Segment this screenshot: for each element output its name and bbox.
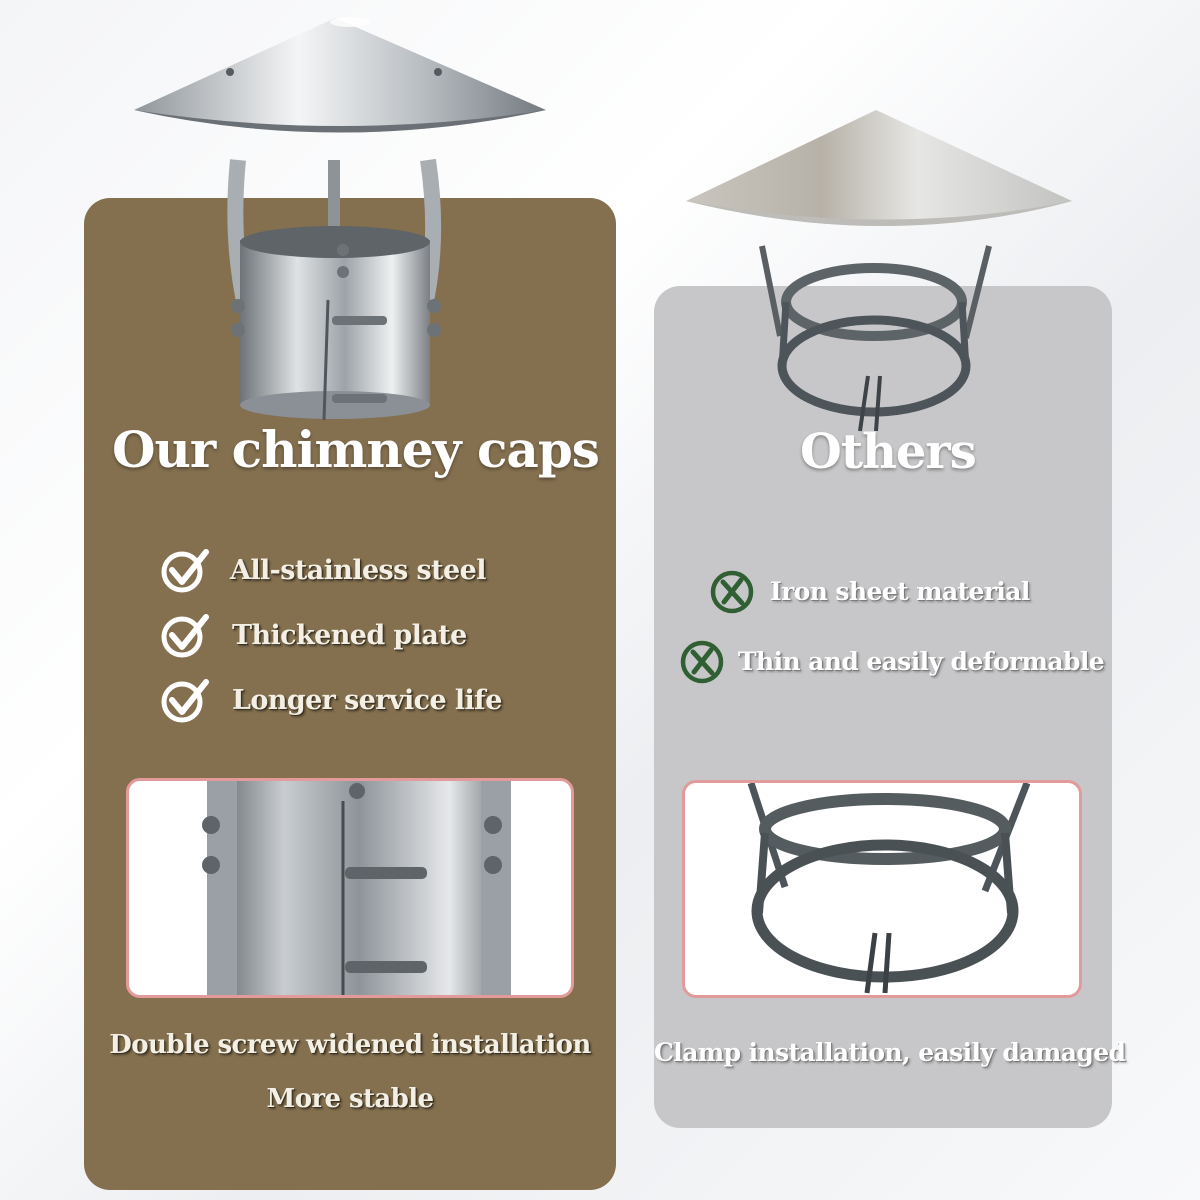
check-icon (161, 614, 209, 658)
clamp-detail-image (747, 783, 1031, 994)
others-feature-item: Thin and easily deformable (680, 638, 1105, 684)
our-feature-item: Thickened plate (160, 611, 467, 659)
our-feature-item: All-stainless steel (160, 546, 486, 594)
feature-label: Thickened plate (232, 619, 467, 651)
our-installation-caption: Double screw widened installation (109, 1030, 591, 1060)
feature-label: Iron sheet material (770, 576, 1030, 606)
feature-label: Longer service life (232, 684, 502, 716)
others-feature-item: Iron sheet material (710, 568, 1030, 614)
cross-icon (680, 640, 724, 684)
our-chimney-cap-image (134, 17, 546, 421)
check-icon (161, 549, 209, 593)
feature-label: All-stainless steel (230, 554, 486, 586)
others-installation-caption: Clamp installation, easily damaged (654, 1038, 1126, 1067)
double-screw-detail-image (202, 781, 511, 995)
our-installation-detail (126, 778, 574, 998)
our-feature-item: Longer service life (160, 676, 502, 724)
others-chimney-cap-image (686, 110, 1072, 432)
our-chimney-caps-title: Our chimney caps (112, 420, 600, 479)
feature-label: Thin and easily deformable (738, 646, 1105, 676)
others-installation-detail (682, 780, 1082, 998)
others-title: Others (800, 424, 977, 480)
cross-icon (710, 570, 754, 614)
check-icon (161, 679, 209, 723)
our-stability-caption: More stable (266, 1084, 435, 1114)
